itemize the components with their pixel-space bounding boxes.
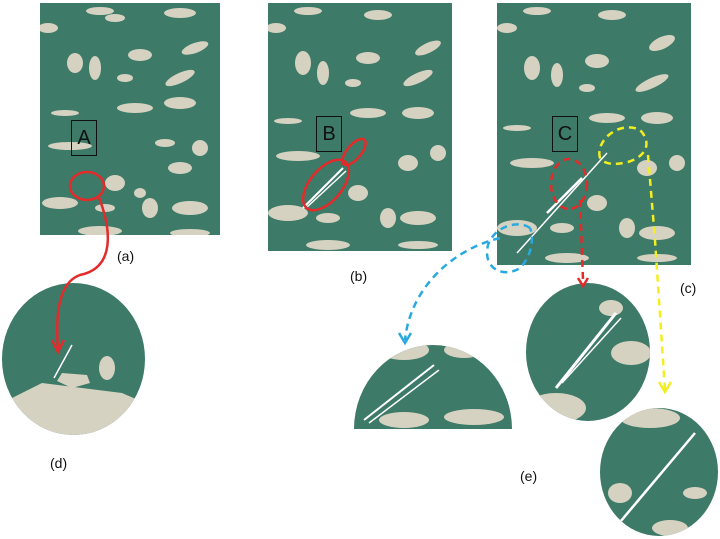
inset-blue-content [363, 345, 504, 428]
inset-yellow-content [608, 408, 707, 536]
red-dashed-ellipse-c [549, 157, 589, 211]
zoom-inset-d [2, 283, 145, 435]
caption-d: (d) [50, 455, 68, 471]
yellow-dashed-arrow [646, 154, 667, 391]
particles-c [497, 7, 685, 263]
inset-red-content [526, 300, 650, 421]
microstructure-panel-c [497, 3, 691, 265]
blue-dashed-arrow [403, 236, 501, 341]
zoom-inset-yellow [600, 408, 718, 536]
blue-dashed-ellipse-c [485, 223, 534, 274]
region-box-c: C [552, 116, 578, 152]
caption-e: (e) [520, 468, 538, 484]
region-box-b: B [316, 116, 342, 152]
inset-d-content [2, 344, 145, 435]
caption-c: (c) [680, 280, 697, 296]
microstructure-panel-b [268, 3, 452, 251]
red-ellipse-a [68, 170, 106, 202]
red-ellipse-b-small [341, 137, 367, 167]
red-arrow-d [55, 194, 109, 349]
particles-a [40, 7, 210, 235]
zoom-inset-red [526, 283, 650, 421]
red-ellipse-b-large [301, 158, 351, 212]
microstructure-panel-a [40, 3, 220, 235]
caption-a: (a) [117, 248, 135, 264]
red-dashed-arrow [578, 199, 585, 281]
yellow-dashed-ellipse-c [598, 126, 648, 166]
region-box-a: A [71, 120, 97, 156]
particles-b [268, 7, 446, 250]
caption-b: (b) [350, 268, 368, 284]
